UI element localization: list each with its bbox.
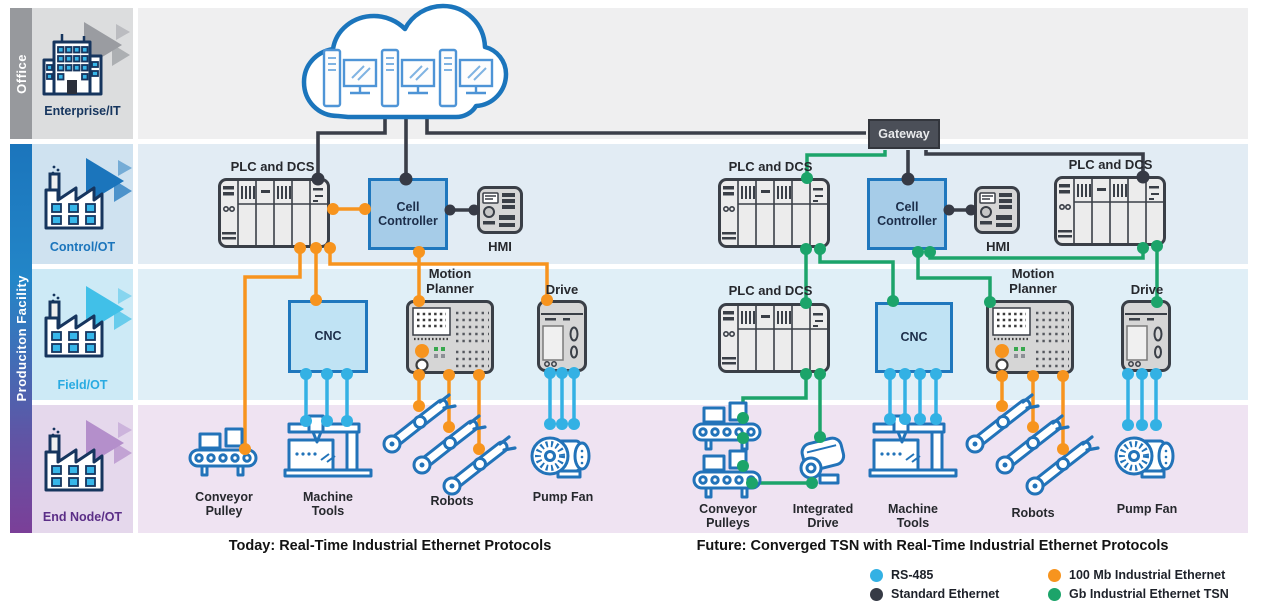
plc-label-future-control: PLC and DCS xyxy=(728,159,813,174)
future-caption: Future: Converged TSN with Real-Time Ind… xyxy=(696,538,1169,554)
legend-label-100mb-ethernet: 100 Mb Industrial Ethernet xyxy=(1069,568,1226,582)
legend-swatch-standard-ethernet xyxy=(870,587,883,601)
office-band-label: Office xyxy=(13,53,29,94)
cnc-box-today: CNC xyxy=(288,300,368,373)
motion-planner-label-today: Motion Planner xyxy=(426,266,474,296)
motion-planner-label-future: Motion Planner xyxy=(1009,266,1057,296)
row-label-field: Field/OT xyxy=(57,378,108,392)
office-icon-cell xyxy=(32,8,133,139)
machine-tools-label-today: Machine Tools xyxy=(302,490,353,519)
legend-item-standard-ethernet: Standard Ethernet xyxy=(870,587,999,601)
hmi-label-today: HMI xyxy=(488,239,512,254)
cnc-label-future: CNC xyxy=(900,330,928,345)
row-label-enterprise: Enterprise/IT xyxy=(44,104,121,118)
legend-swatch-100mb-ethernet xyxy=(1048,568,1061,582)
production-facility-band-label: Produciton Facility xyxy=(13,275,29,402)
integrated-drive-label-future: Integrated Drive xyxy=(792,502,854,531)
cell-controller-label-future: Cell Controller xyxy=(877,199,937,228)
drive-label-today: Drive xyxy=(545,282,579,297)
pump-fan-label-today: Pump Fan xyxy=(532,490,594,504)
office-band-bar: Office xyxy=(10,8,32,139)
pump-fan-label-future: Pump Fan xyxy=(1116,502,1178,516)
legend-swatch-rs485 xyxy=(870,568,883,582)
production-facility-band-bar: Produciton Facility xyxy=(10,144,32,533)
office-content-band xyxy=(138,8,1248,139)
cell-controller-box-future: Cell Controller xyxy=(867,178,947,250)
robots-label-future: Robots xyxy=(1011,506,1055,520)
legend-item-100mb-ethernet: 100 Mb Industrial Ethernet xyxy=(1048,568,1225,582)
plc-label-today: PLC and DCS xyxy=(230,159,315,174)
conveyor-pulley-label-today: Conveyor Pulley xyxy=(195,490,253,519)
legend-swatch-gb-ethernet-tsn xyxy=(1048,587,1061,601)
legend-label-standard-ethernet: Standard Ethernet xyxy=(891,587,1000,601)
cnc-label-today: CNC xyxy=(314,329,342,344)
row-label-endnode: End Node/OT xyxy=(42,510,123,524)
drive-label-future: Drive xyxy=(1130,282,1164,297)
legend-label-rs485: RS-485 xyxy=(891,568,934,582)
cell-controller-label-today: Cell Controller xyxy=(378,199,438,228)
cell-controller-box-today: Cell Controller xyxy=(368,178,448,250)
conveyor-pulleys-label-future: Conveyor Pulleys xyxy=(699,502,757,531)
gateway-label: Gateway xyxy=(878,126,930,141)
cnc-box-future: CNC xyxy=(875,302,953,373)
hmi-label-future: HMI xyxy=(986,239,1010,254)
today-caption: Today: Real-Time Industrial Ethernet Pro… xyxy=(228,538,552,554)
machine-tools-label-future: Machine Tools xyxy=(887,502,938,531)
gateway-box: Gateway xyxy=(868,119,940,149)
legend-item-gb-ethernet-tsn: Gb Industrial Ethernet TSN xyxy=(1048,587,1229,601)
plc-label-future-right: PLC and DCS xyxy=(1068,157,1153,172)
robots-label-today: Robots xyxy=(430,494,474,508)
legend-label-gb-ethernet-tsn: Gb Industrial Ethernet TSN xyxy=(1069,587,1229,601)
legend-item-rs485: RS-485 xyxy=(870,568,933,582)
plc-label-future-field: PLC and DCS xyxy=(728,283,813,298)
row-label-control: Control/OT xyxy=(49,240,116,254)
